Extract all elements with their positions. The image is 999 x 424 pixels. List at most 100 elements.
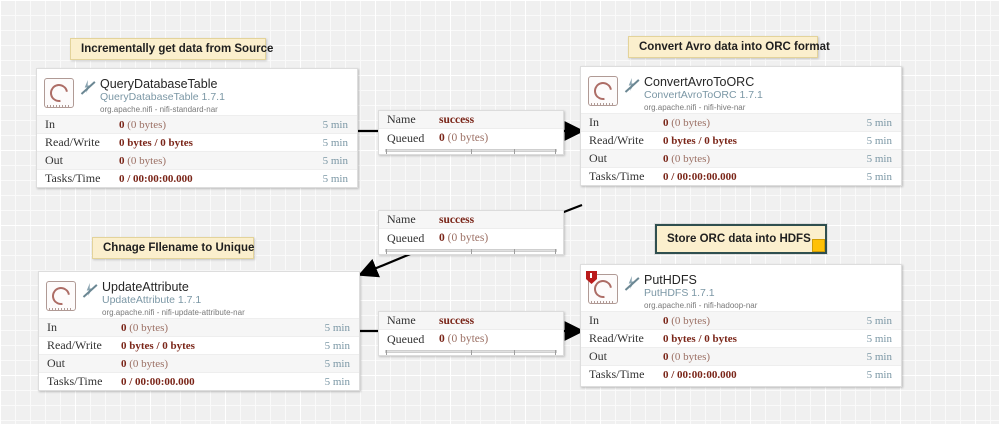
connection-queued-row: Queued 0 (0 bytes) — [379, 229, 563, 247]
processor-type: PutHDFS 1.7.1 — [644, 287, 715, 299]
stat-row-in: In 0 (0 bytes) 5 min — [581, 311, 901, 329]
processor-stopped-icon — [44, 78, 74, 108]
resize-handle[interactable] — [812, 239, 825, 252]
processor-header: UpdateAttribute UpdateAttribute 1.7.1 or… — [39, 272, 359, 318]
stat-label-out: Out — [45, 153, 63, 167]
stat-row-read-write: Read/Write 0 bytes / 0 bytes 5 min — [581, 131, 901, 149]
stat-value-in: 0 (0 bytes) — [663, 314, 711, 327]
processor-puthdfs[interactable]: PutHDFS PutHDFS 1.7.1 org.apache.nifi - … — [580, 264, 902, 387]
connection-queued-row: Queued 0 (0 bytes) — [379, 129, 563, 147]
processor-header: QueryDatabaseTable QueryDatabaseTable 1.… — [37, 69, 357, 115]
processor-convertavrotoorc[interactable]: ConvertAvroToORC ConvertAvroToORC 1.7.1 … — [580, 66, 902, 186]
stat-label-tasks-time: Tasks/Time — [45, 171, 101, 185]
processor-title: UpdateAttribute — [102, 280, 189, 294]
stat-time-out: 5 min — [866, 350, 892, 363]
stat-value-in: 0 (0 bytes) — [121, 321, 169, 334]
stat-label-read-write: Read/Write — [45, 135, 100, 149]
label-text: Convert Avro data into ORC format — [639, 41, 830, 53]
connection-update-to-puthdfs[interactable]: Name success Queued 0 (0 bytes) — [378, 311, 564, 356]
label-text: Store ORC data into HDFS — [667, 233, 811, 245]
stat-value-read-write: 0 bytes / 0 bytes — [121, 339, 195, 352]
processor-stopped-icon — [586, 271, 618, 304]
stat-label-in: In — [589, 115, 599, 129]
stat-time-in: 5 min — [866, 116, 892, 129]
connection-name-label: Name — [387, 212, 416, 226]
label-convert-avro-orc[interactable]: Convert Avro data into ORC format — [628, 36, 830, 58]
stat-label-in: In — [47, 320, 57, 334]
connection-name-value: success — [439, 314, 475, 327]
connection-queued-label: Queued — [387, 130, 425, 145]
stat-row-tasks-time: Tasks/Time 0 / 00:00:00.000 5 min — [581, 167, 901, 185]
stat-time-tasks-time: 5 min — [866, 368, 892, 381]
stat-value-in: 0 (0 bytes) — [663, 116, 711, 129]
processor-type: ConvertAvroToORC 1.7.1 — [644, 89, 763, 101]
stat-value-read-write: 0 bytes / 0 bytes — [663, 332, 737, 345]
stat-row-out: Out 0 (0 bytes) 5 min — [39, 354, 359, 372]
stat-row-tasks-time: Tasks/Time 0 / 00:00:00.000 5 min — [581, 365, 901, 383]
connection-name-row: Name success — [379, 312, 563, 330]
stat-value-out: 0 (0 bytes) — [663, 350, 711, 363]
stat-label-out: Out — [589, 349, 607, 363]
processor-bundle: org.apache.nifi - nifi-standard-nar — [100, 105, 218, 114]
stat-value-in: 0 (0 bytes) — [119, 118, 167, 131]
connection-convert-to-update[interactable]: Name success Queued 0 (0 bytes) — [378, 210, 564, 255]
processor-type: QueryDatabaseTable 1.7.1 — [100, 91, 225, 103]
stat-value-out: 0 (0 bytes) — [121, 357, 169, 370]
stat-label-read-write: Read/Write — [589, 331, 644, 345]
connection-name-row: Name success — [379, 111, 563, 129]
stat-value-tasks-time: 0 / 00:00:00.000 — [663, 368, 737, 381]
back-pressure-indicator — [379, 147, 563, 154]
stat-time-out: 5 min — [866, 152, 892, 165]
connection-name-label: Name — [387, 313, 416, 327]
processor-updateattribute[interactable]: UpdateAttribute UpdateAttribute 1.7.1 or… — [38, 271, 360, 391]
connection-queued-value: 0 (0 bytes) — [439, 232, 489, 244]
processor-type: UpdateAttribute 1.7.1 — [102, 294, 202, 306]
processor-header: PutHDFS PutHDFS 1.7.1 org.apache.nifi - … — [581, 265, 901, 311]
connection-name-row: Name success — [379, 211, 563, 229]
connection-queued-value: 0 (0 bytes) — [439, 132, 489, 144]
processor-stopped-icon — [46, 281, 76, 311]
processor-title: PutHDFS — [644, 273, 697, 287]
stat-row-in: In 0 (0 bytes) 5 min — [39, 318, 359, 336]
label-incrementally-get-data[interactable]: Incrementally get data from Source — [70, 38, 273, 60]
stat-label-out: Out — [47, 356, 65, 370]
stat-row-tasks-time: Tasks/Time 0 / 00:00:00.000 5 min — [37, 169, 357, 187]
label-store-orc-hdfs[interactable]: Store ORC data into HDFS — [655, 224, 827, 254]
stat-time-read-write: 5 min — [866, 134, 892, 147]
stat-row-out: Out 0 (0 bytes) 5 min — [581, 347, 901, 365]
not-transmitting-icon — [624, 275, 640, 293]
bulletin-shield-icon[interactable] — [586, 271, 597, 284]
processor-bundle: org.apache.nifi - nifi-hive-nar — [644, 103, 746, 112]
stat-time-tasks-time: 5 min — [866, 170, 892, 183]
stat-row-in: In 0 (0 bytes) 5 min — [581, 113, 901, 131]
stat-value-tasks-time: 0 / 00:00:00.000 — [119, 172, 193, 185]
stat-label-in: In — [589, 313, 599, 327]
connection-queued-label: Queued — [387, 230, 425, 245]
not-transmitting-icon — [624, 77, 640, 95]
stat-time-in: 5 min — [866, 314, 892, 327]
processor-bundle: org.apache.nifi - nifi-update-attribute-… — [102, 308, 245, 317]
connection-name-value: success — [439, 113, 475, 126]
connection-queued-row: Queued 0 (0 bytes) — [379, 330, 563, 348]
stat-time-in: 5 min — [322, 118, 348, 131]
processor-querydatabasetable[interactable]: QueryDatabaseTable QueryDatabaseTable 1.… — [36, 68, 358, 188]
stat-time-in: 5 min — [324, 321, 350, 334]
stat-time-read-write: 5 min — [866, 332, 892, 345]
connection-queued-value: 0 (0 bytes) — [439, 333, 489, 345]
stat-row-read-write: Read/Write 0 bytes / 0 bytes 5 min — [37, 133, 357, 151]
back-pressure-indicator — [379, 247, 563, 254]
label-text: Chnage FIlename to Unique — [103, 242, 255, 254]
connection-name-label: Name — [387, 112, 416, 126]
stat-row-out: Out 0 (0 bytes) 5 min — [581, 149, 901, 167]
stat-row-read-write: Read/Write 0 bytes / 0 bytes 5 min — [39, 336, 359, 354]
stat-value-read-write: 0 bytes / 0 bytes — [663, 134, 737, 147]
label-change-filename[interactable]: Chnage FIlename to Unique — [92, 237, 254, 259]
stat-label-tasks-time: Tasks/Time — [589, 367, 645, 381]
stat-label-tasks-time: Tasks/Time — [47, 374, 103, 388]
stat-label-out: Out — [589, 151, 607, 165]
stat-row-tasks-time: Tasks/Time 0 / 00:00:00.000 5 min — [39, 372, 359, 390]
connection-query-to-convert[interactable]: Name success Queued 0 (0 bytes) — [378, 110, 564, 155]
connection-name-value: success — [439, 213, 475, 226]
stat-row-out: Out 0 (0 bytes) 5 min — [37, 151, 357, 169]
